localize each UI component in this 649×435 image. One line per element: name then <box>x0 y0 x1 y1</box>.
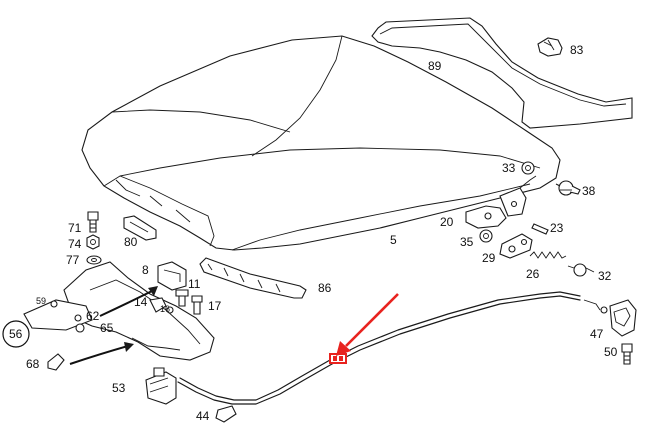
nut-16[interactable] <box>166 306 174 314</box>
mounting-plate-56[interactable] <box>23 299 93 331</box>
nut-74[interactable] <box>86 234 100 250</box>
arrow-to-68 <box>69 342 134 365</box>
label-8: 8 <box>142 263 149 277</box>
seal-strip-86[interactable] <box>199 257 307 299</box>
callout-circle-56 <box>2 320 30 348</box>
label-26: 26 <box>526 267 540 281</box>
spring-26[interactable] <box>529 251 567 259</box>
red-pointer-arrow <box>336 293 399 356</box>
label-89: 89 <box>428 59 442 73</box>
highlight-marker[interactable] <box>329 353 347 364</box>
clip-68[interactable] <box>47 353 65 371</box>
label-50: 50 <box>604 345 618 359</box>
label-5: 5 <box>390 233 397 247</box>
release-handle-53[interactable] <box>145 367 177 405</box>
label-29: 29 <box>482 251 496 265</box>
hood-lock-47[interactable] <box>600 299 637 337</box>
label-53: 53 <box>112 381 126 395</box>
hood-insulation-mat[interactable] <box>371 17 633 129</box>
washer-77[interactable] <box>86 255 102 265</box>
bolt-38[interactable] <box>555 180 581 196</box>
label-14: 14 <box>134 295 148 309</box>
label-80: 80 <box>124 235 138 249</box>
label-44: 44 <box>196 409 210 423</box>
label-47: 47 <box>590 327 604 341</box>
bracket-80[interactable] <box>123 215 157 241</box>
label-74: 74 <box>68 237 82 251</box>
clip-14[interactable] <box>149 297 167 313</box>
label-68: 68 <box>26 357 40 371</box>
bracket-29[interactable] <box>499 233 533 259</box>
label-77: 77 <box>66 253 80 267</box>
label-38: 38 <box>582 184 596 198</box>
engine-hood[interactable] <box>81 35 561 251</box>
label-62: 62 <box>86 309 100 323</box>
label-32: 32 <box>598 269 612 283</box>
bolt-17[interactable] <box>191 295 203 315</box>
label-56: 56 <box>9 327 23 341</box>
hinge-20[interactable] <box>465 175 537 229</box>
nut-65[interactable] <box>75 323 85 333</box>
clip-83[interactable] <box>537 37 563 57</box>
label-83: 83 <box>570 43 584 57</box>
label-16: 16 <box>160 304 170 314</box>
arrow-to-56 <box>99 286 158 317</box>
label-11: 11 <box>188 277 201 291</box>
bolt-71[interactable] <box>87 211 99 233</box>
label-86: 86 <box>318 281 332 295</box>
label-20: 20 <box>440 215 454 229</box>
clip-44[interactable] <box>215 405 237 423</box>
latch-assembly-8[interactable] <box>157 261 187 291</box>
label-59: 59 <box>36 296 46 306</box>
bolt-50[interactable] <box>621 343 633 365</box>
label-33: 33 <box>502 161 516 175</box>
label-65: 65 <box>100 321 114 335</box>
label-71: 71 <box>68 221 82 235</box>
bolt-33[interactable] <box>521 161 535 175</box>
pin-23[interactable] <box>531 223 549 235</box>
label-23: 23 <box>550 221 564 235</box>
washer-35[interactable] <box>479 229 493 243</box>
label-17: 17 <box>208 299 222 313</box>
label-35: 35 <box>460 235 474 249</box>
hood-release-cable[interactable] <box>177 291 601 405</box>
bolt-32[interactable] <box>567 263 595 277</box>
part-labels: 89 83 33 38 20 23 35 29 26 32 5 86 71 74… <box>9 43 618 423</box>
screw-11[interactable] <box>175 289 189 307</box>
